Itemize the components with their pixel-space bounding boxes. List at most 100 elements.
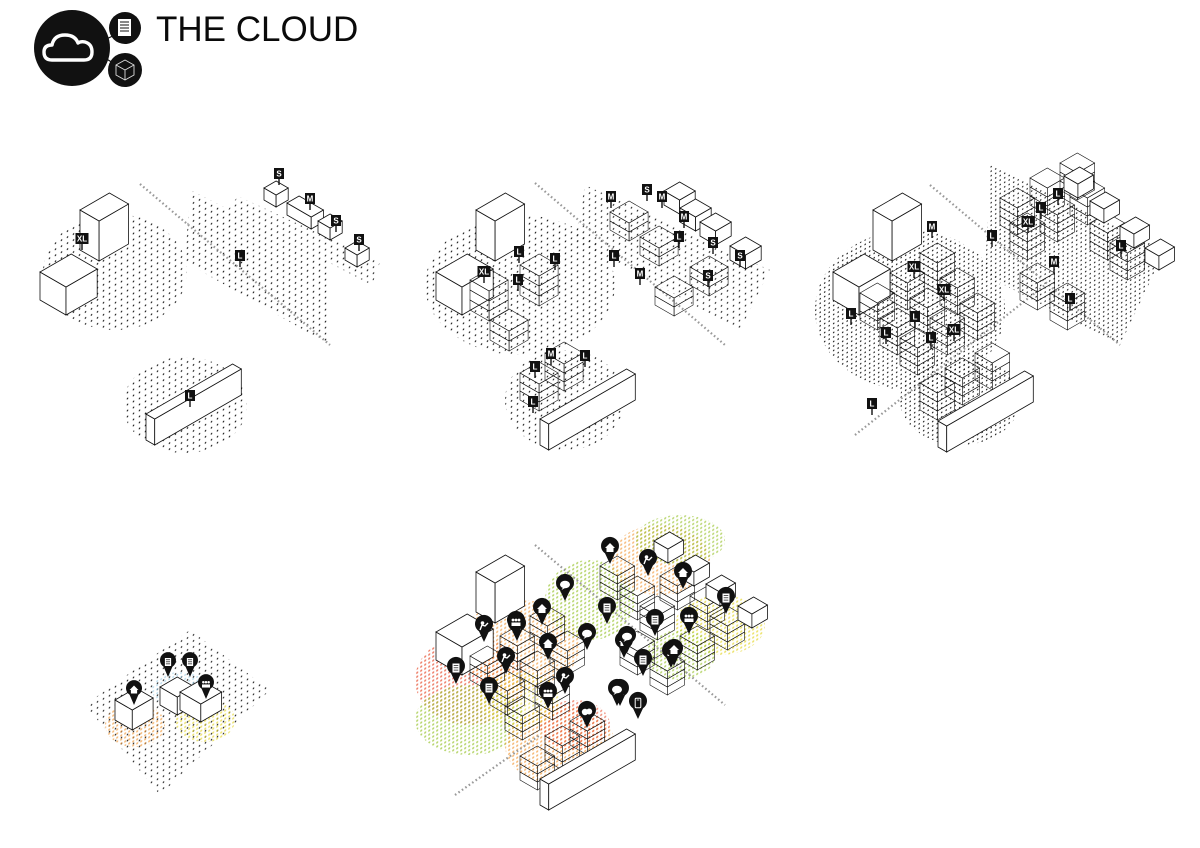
size-tag-l: L — [1116, 240, 1126, 257]
stacked-units — [899, 327, 936, 376]
mask-icon — [581, 708, 593, 716]
program-pin — [539, 681, 557, 709]
building-s — [653, 531, 685, 564]
size-tag-l: L — [528, 396, 538, 413]
svg-text:M: M — [548, 350, 555, 359]
person-icon — [560, 673, 570, 683]
size-tag-xl: XL — [477, 266, 491, 283]
svg-text:M: M — [681, 213, 688, 222]
size-tag-l: L — [514, 246, 524, 263]
building-s — [1063, 166, 1095, 199]
svg-text:XL: XL — [479, 268, 489, 277]
size-tag-s: S — [708, 237, 718, 254]
stacked-units — [999, 187, 1036, 236]
size-tag-xl: XL — [1021, 216, 1035, 233]
program-pin — [673, 561, 692, 589]
size-tag-s: S — [735, 250, 745, 267]
stacked-units — [939, 267, 976, 316]
person-icon — [479, 621, 489, 631]
building-s — [263, 180, 289, 208]
size-tag-xl: XL — [937, 284, 951, 301]
stacked-units — [609, 200, 649, 242]
dot-cloud-s — [228, 196, 380, 285]
program-pin — [717, 586, 736, 614]
building-xl-tower — [872, 192, 923, 262]
building-s — [344, 240, 370, 268]
svg-text:XL: XL — [1023, 218, 1033, 227]
svg-text:M: M — [929, 223, 936, 232]
page-title: THE CLOUD — [156, 10, 359, 49]
svg-text:L: L — [870, 400, 875, 409]
size-tag-m: M — [679, 211, 689, 228]
person-icon — [643, 555, 653, 565]
stacked-units — [919, 372, 956, 421]
chat-icon — [612, 685, 622, 695]
program-pin — [680, 606, 698, 634]
dot-cloud-street — [185, 190, 330, 345]
program-pin — [646, 608, 664, 636]
program-pin — [608, 678, 626, 706]
size-tag-s: S — [331, 215, 341, 232]
program-pin — [664, 638, 683, 666]
svg-text:XL: XL — [949, 326, 959, 335]
size-tag-l: L — [674, 231, 684, 248]
stacked-units — [689, 585, 726, 631]
svg-text:L: L — [516, 276, 521, 285]
svg-text:S: S — [333, 217, 339, 226]
svg-text:M: M — [637, 270, 644, 279]
size-tag-s: S — [703, 270, 713, 287]
person-icon — [501, 653, 511, 663]
program-pin — [160, 652, 176, 677]
size-tag-m: M — [1049, 256, 1059, 273]
svg-text:L: L — [1056, 190, 1061, 199]
building-l — [937, 370, 1035, 453]
document-icon — [118, 19, 131, 36]
network-icon — [202, 680, 210, 688]
program-pin — [475, 614, 494, 642]
book-icon — [651, 615, 659, 625]
svg-text:L: L — [612, 252, 617, 261]
program-pin — [578, 700, 596, 728]
size-tag-l: L — [609, 250, 619, 267]
size-tag-l: L — [881, 327, 891, 344]
size-tag-l: L — [987, 230, 997, 247]
size-tag-s: S — [354, 234, 364, 251]
svg-text:L: L — [677, 233, 682, 242]
size-tag-xl: XL — [947, 324, 961, 341]
svg-text:S: S — [276, 170, 282, 179]
svg-text:L: L — [990, 232, 995, 241]
size-tag-s: S — [642, 184, 652, 201]
chat-icon — [622, 632, 632, 642]
network-icon — [511, 618, 521, 626]
home-icon — [129, 685, 139, 694]
street-line — [854, 284, 1046, 436]
stacked-units — [1049, 282, 1086, 331]
cloud-icon — [42, 33, 94, 62]
size-tag-l: L — [235, 250, 245, 267]
svg-text:XL: XL — [77, 235, 87, 244]
chat-icon — [582, 629, 592, 639]
network-icon — [543, 689, 553, 697]
size-tag-m: M — [657, 191, 667, 208]
svg-text:S: S — [737, 252, 743, 261]
size-tag-s: S — [274, 168, 284, 185]
svg-text:L: L — [531, 398, 536, 407]
size-tag-m: M — [546, 348, 556, 365]
size-tag-l: L — [513, 274, 523, 291]
book-icon — [452, 663, 460, 673]
building-s — [1144, 238, 1176, 271]
size-tag-l: L — [926, 332, 936, 349]
size-tag-l: L — [1036, 202, 1046, 219]
street-line — [454, 734, 541, 796]
program-pin — [578, 622, 596, 650]
program-pin — [598, 596, 616, 624]
stacked-units — [974, 342, 1011, 391]
size-tag-l: L — [550, 253, 560, 270]
home-icon — [669, 645, 679, 654]
building-xl-tower — [79, 192, 130, 262]
unit-box — [179, 679, 223, 723]
program-pin — [182, 652, 198, 677]
size-tag-m: M — [606, 191, 616, 208]
